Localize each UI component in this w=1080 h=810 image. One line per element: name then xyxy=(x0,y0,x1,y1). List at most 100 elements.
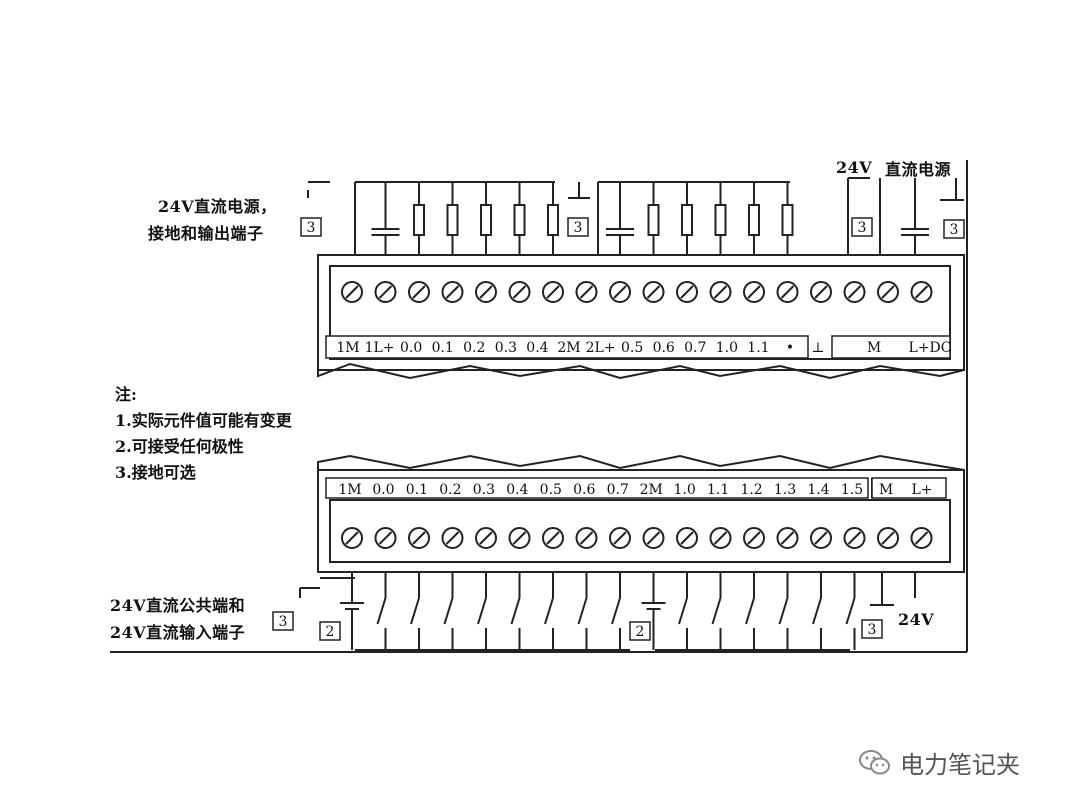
terminal-screw xyxy=(910,527,933,549)
terminal-screw xyxy=(542,527,564,549)
terminal-screw xyxy=(810,527,832,549)
terminal-label: 1M xyxy=(336,340,359,356)
output-load xyxy=(547,182,559,255)
output-screw-row xyxy=(341,281,933,303)
terminal-label: 1.0 xyxy=(674,482,696,498)
terminal-label: 0.5 xyxy=(621,340,643,356)
terminal-label: 0.0 xyxy=(372,482,394,498)
terminal-label: 2M xyxy=(557,340,580,356)
ref-box xyxy=(851,217,873,237)
terminal-screw xyxy=(743,281,765,303)
terminal-screw xyxy=(475,281,497,303)
input-switch xyxy=(477,572,487,650)
terminal-screw xyxy=(810,281,832,303)
watermark: 电力笔记夹 xyxy=(858,745,1020,780)
ref-num: 3 xyxy=(279,614,288,630)
wechat-icon xyxy=(859,749,890,774)
ref-box xyxy=(300,217,322,237)
note-item: 2.可接受任何极性 xyxy=(115,437,244,456)
terminal-label: 1.2 xyxy=(740,482,762,498)
dc-supply-24v-label: 24V xyxy=(836,158,873,177)
dc-source xyxy=(641,572,666,650)
input-switches xyxy=(340,572,894,650)
boxed-refs xyxy=(272,217,965,641)
terminal-label: ⊥ xyxy=(811,340,824,356)
terminal-screw xyxy=(441,527,464,549)
output-load xyxy=(748,182,760,255)
terminal-screw xyxy=(743,527,765,549)
terminal-label: 1M xyxy=(338,482,361,498)
input-switch xyxy=(510,572,521,650)
terminal-label: 1L+ xyxy=(365,340,395,356)
terminal-screw xyxy=(575,281,598,303)
terminal-screw xyxy=(374,281,397,303)
terminal-label: 0.4 xyxy=(506,482,528,498)
terminal-label: 0.6 xyxy=(653,340,675,356)
notes-block: 注: 1.实际元件值可能有变更 2.可接受任何极性 3.接地可选 xyxy=(115,382,292,486)
ref-box xyxy=(567,217,589,237)
terminal-screw xyxy=(408,527,430,549)
dc-source xyxy=(340,572,364,650)
ref-box xyxy=(629,621,651,641)
input-switch xyxy=(845,572,856,650)
output-load xyxy=(413,182,425,255)
terminal-label: 0.6 xyxy=(573,482,595,498)
input-switch xyxy=(778,572,789,650)
terminal-label: 1.4 xyxy=(807,482,829,498)
output-load xyxy=(513,182,526,255)
input-switch xyxy=(711,572,722,650)
terminal-label: 0.2 xyxy=(463,340,485,356)
terminal-screw xyxy=(575,527,598,549)
terminal-screw xyxy=(776,281,799,303)
ref-box xyxy=(861,619,883,639)
terminal-screw xyxy=(843,527,866,549)
terminal-label: 0.1 xyxy=(406,482,428,498)
terminal-label: 0.4 xyxy=(526,340,548,356)
input-wiring xyxy=(299,572,916,651)
dc-supply-label: 直流电源 xyxy=(885,160,952,179)
terminal-label: 1.0 xyxy=(716,340,738,356)
terminal-label: 1.5 xyxy=(841,482,863,498)
output-caption-line1: 24V直流电源， xyxy=(158,197,277,216)
input-switch xyxy=(544,572,554,650)
terminal-screw xyxy=(609,281,631,303)
input-switch xyxy=(410,572,420,650)
output-load xyxy=(446,182,459,255)
terminal-screw xyxy=(609,527,631,549)
input-switch xyxy=(812,572,822,650)
watermark-text: 电力笔记夹 xyxy=(900,751,1020,779)
terminal-screw xyxy=(408,281,430,303)
terminal-label: L+DC xyxy=(909,340,952,356)
terminal-screw xyxy=(475,527,497,549)
terminal-screw xyxy=(642,281,665,303)
notes-title: 注: xyxy=(115,385,137,404)
ref-num: 3 xyxy=(950,222,959,238)
terminal-screw xyxy=(709,281,732,303)
ref-box xyxy=(272,611,294,631)
terminal-label: 1.1 xyxy=(707,482,729,498)
terminal-label: M xyxy=(879,482,893,498)
ref-num: 3 xyxy=(868,622,877,638)
input-24v-label: 24V xyxy=(898,610,935,629)
terminal-screw xyxy=(642,527,665,549)
capacitor xyxy=(901,200,929,255)
input-switch xyxy=(443,572,454,650)
ref-num: 3 xyxy=(858,220,867,236)
ref-box xyxy=(319,621,341,641)
terminal-label: 0.3 xyxy=(495,340,517,356)
terminal-label: M xyxy=(867,340,881,356)
terminal-label: 1.3 xyxy=(774,482,796,498)
ref-num: 2 xyxy=(326,624,335,640)
ref-num: 3 xyxy=(307,220,316,236)
terminal-screw xyxy=(341,281,363,303)
terminal-screw xyxy=(508,281,531,303)
output-load xyxy=(681,182,693,255)
input-switch xyxy=(611,572,621,650)
output-loads xyxy=(371,182,929,255)
output-module xyxy=(317,254,965,380)
terminal-label: 2M xyxy=(640,482,663,498)
terminal-label: 0.7 xyxy=(684,340,706,356)
ref-box xyxy=(943,219,965,239)
